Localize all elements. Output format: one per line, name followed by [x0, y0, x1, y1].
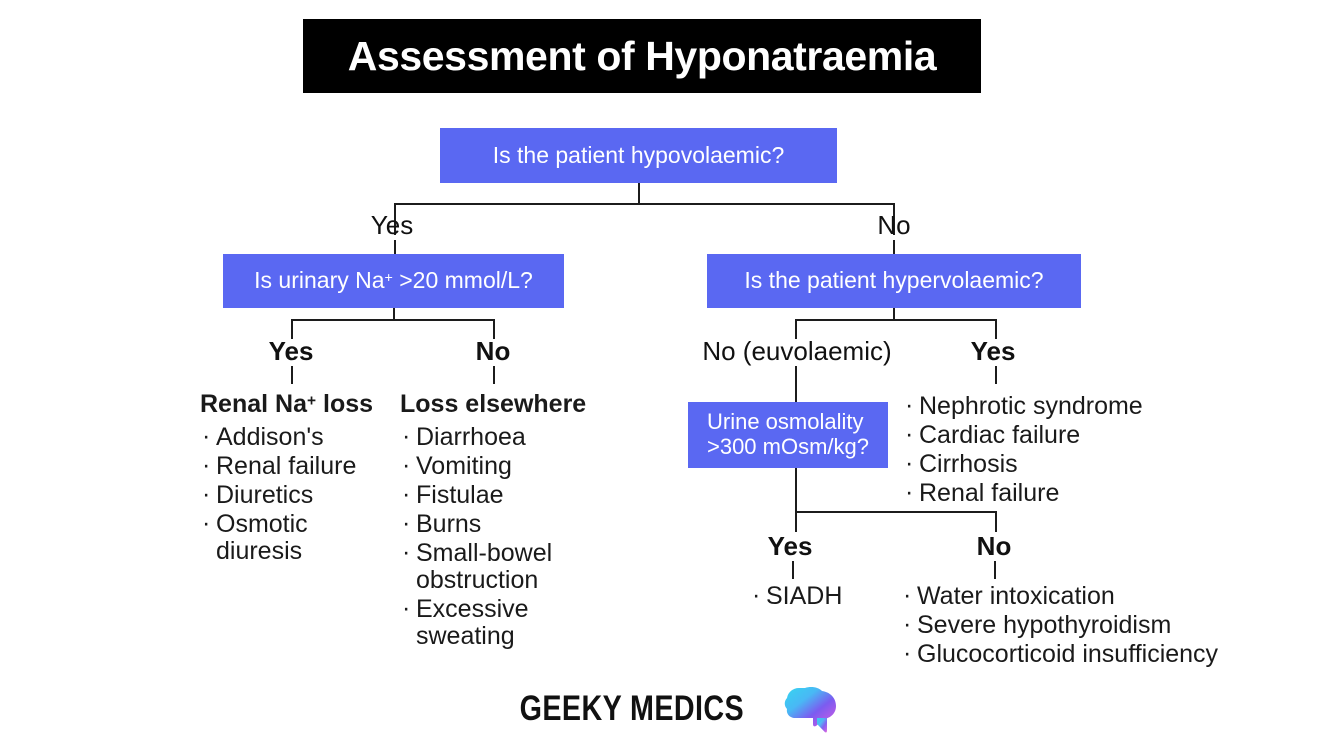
connector-osm-right-tail [994, 561, 996, 579]
decision-box-hypovolaemic[interactable]: Is the patient hypovolaemic? [440, 128, 837, 183]
list-item: Cardiac failure [903, 421, 1163, 449]
connector-urinary-right-tail [493, 366, 495, 384]
outcome-dilute-urine-causes-list: Water intoxication Severe hypothyroidism… [901, 582, 1221, 668]
outcome-hypervolaemic-causes: Nephrotic syndrome Cardiac failure Cirrh… [903, 392, 1163, 509]
connector-hyper-right-tail [995, 366, 997, 384]
list-item: Diuretics [200, 481, 400, 509]
decision-box-hypovolaemic-label: Is the patient hypovolaemic? [492, 141, 785, 168]
connector-root-right-drop [893, 203, 895, 235]
outcome-hypervolaemic-causes-list: Nephrotic syndrome Cardiac failure Cirrh… [903, 392, 1163, 507]
list-item: Nephrotic syndrome [903, 392, 1163, 420]
list-item: Cirrhosis [903, 450, 1163, 478]
connector-root-left-drop [394, 203, 396, 235]
connector-urinary-stem [393, 308, 395, 320]
list-item: Excessive sweating [400, 595, 630, 650]
connector-urinary-left-tail [291, 366, 293, 384]
connector-hyper-left-tail [795, 366, 797, 402]
connector-urinary-left-drop [291, 319, 293, 339]
list-item: Burns [400, 510, 630, 538]
brain-icon [784, 687, 836, 733]
connector-urinary-bar [291, 319, 495, 321]
decision-box-urinary-sodium-label: Is urinary Na+ >20 mmol/L? [254, 267, 533, 294]
list-item: Vomiting [400, 452, 630, 480]
footer-logo: GEEKY MEDICS [0, 684, 1334, 734]
branch-label-osm-no: No [976, 531, 1012, 561]
outcome-renal-sodium-loss-title: Renal Na+ loss [200, 390, 374, 418]
superscript-plus-icon: + [384, 270, 393, 287]
title-banner: Assessment of Hyponatraemia [303, 19, 981, 93]
connector-osm-right-drop [995, 511, 997, 532]
list-item: Glucocorticoid insufficiency [901, 640, 1221, 668]
connector-root-right-tail [893, 240, 895, 255]
list-item: Renal failure [200, 452, 400, 480]
decision-box-hypervolaemic-label: Is the patient hypervolaemic? [744, 267, 1044, 294]
list-item: Small-bowel obstruction [400, 539, 630, 594]
page-title: Assessment of Hyponatraemia [347, 32, 937, 79]
list-item: Water intoxication [901, 582, 1221, 610]
list-item: SIADH [750, 582, 890, 610]
connector-urinary-right-drop [493, 319, 495, 339]
connector-osm-left-tail [792, 561, 794, 579]
connector-hyper-stem [893, 308, 895, 320]
outcome-loss-elsewhere: Loss elsewhere Diarrhoea Vomiting Fistul… [400, 390, 630, 652]
branch-label-hyper-no-euvolaemic: No (euvolaemic) [702, 336, 892, 366]
connector-osm-bar [795, 511, 995, 513]
list-item: Severe hypothyroidism [901, 611, 1221, 639]
connector-root-stem [638, 183, 640, 205]
branch-label-hyper-yes: Yes [970, 336, 1016, 366]
outcome-siadh: SIADH [750, 582, 890, 612]
decision-box-hypervolaemic[interactable]: Is the patient hypervolaemic? [707, 254, 1081, 308]
connector-root-left-tail [394, 240, 396, 255]
connector-osm-left-drop [795, 511, 797, 532]
branch-label-osm-yes: Yes [767, 531, 813, 561]
outcome-renal-sodium-loss: Renal Na+ loss Addison's Renal failure D… [200, 390, 400, 567]
brand-wordmark: GEEKY MEDICS [519, 689, 745, 728]
outcome-loss-elsewhere-title: Loss elsewhere [400, 390, 587, 418]
outcome-dilute-urine-causes: Water intoxication Severe hypothyroidism… [901, 582, 1221, 670]
outcome-renal-sodium-loss-list: Addison's Renal failure Diuretics Osmoti… [200, 423, 400, 565]
list-item: Renal failure [903, 479, 1163, 507]
connector-hyper-right-drop [995, 319, 997, 339]
decision-box-urine-osmolality[interactable]: Urine osmolality >300 mOsm/kg? [688, 402, 888, 468]
branch-label-urinary-yes: Yes [268, 336, 314, 366]
outcome-siadh-list: SIADH [750, 582, 890, 610]
branch-label-urinary-no: No [475, 336, 511, 366]
outcome-loss-elsewhere-list: Diarrhoea Vomiting Fistulae Burns Small-… [400, 423, 630, 650]
list-item: Diarrhoea [400, 423, 630, 451]
list-item: Osmotic diuresis [200, 510, 400, 565]
connector-hyper-left-drop [795, 319, 797, 339]
branch-label-root-no: No [877, 210, 911, 240]
decision-box-urinary-sodium[interactable]: Is urinary Na+ >20 mmol/L? [223, 254, 564, 308]
branch-label-root-yes: Yes [370, 210, 414, 240]
superscript-plus-icon: + [306, 392, 317, 410]
connector-osm-stem [795, 468, 797, 512]
list-item: Fistulae [400, 481, 630, 509]
connector-root-bar [394, 203, 894, 205]
list-item: Addison's [200, 423, 400, 451]
decision-box-urine-osmolality-label: Urine osmolality >300 mOsm/kg? [706, 409, 869, 459]
connector-hyper-bar [795, 319, 997, 321]
